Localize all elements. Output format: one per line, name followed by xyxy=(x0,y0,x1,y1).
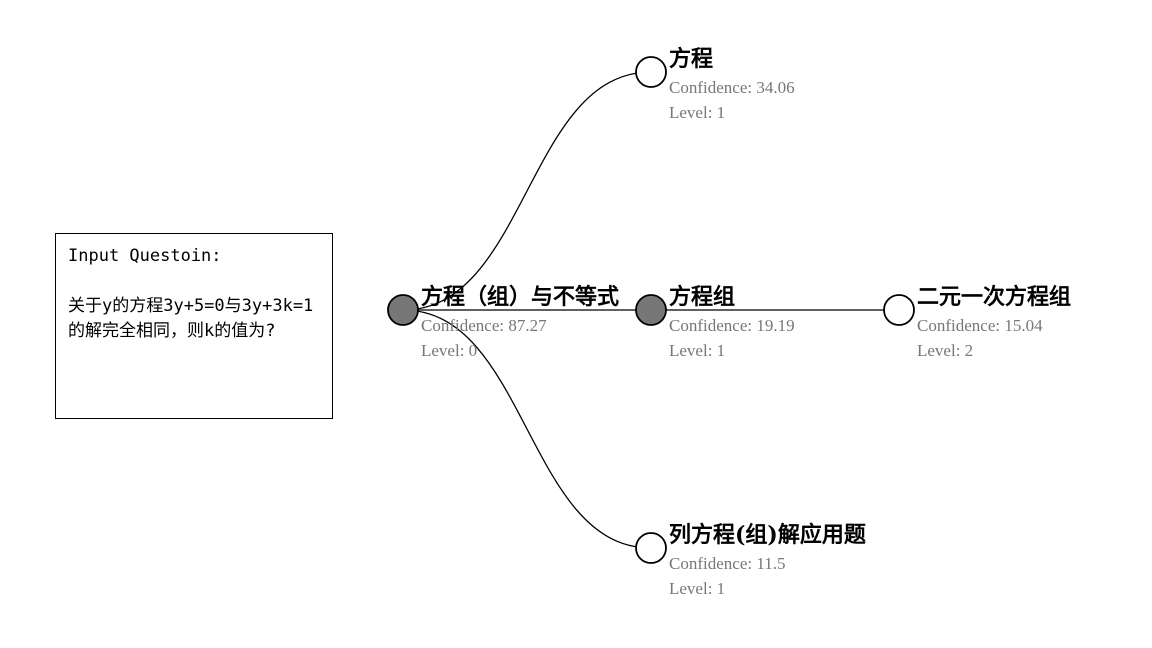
node-level: Level: 1 xyxy=(669,103,725,122)
collapsed-node-circle[interactable] xyxy=(635,56,667,88)
node-title: 方程组 xyxy=(669,284,735,310)
input-question-text: 关于y的方程3y+5=0与3y+3k=1的解完全相同，则k的值为? xyxy=(68,296,314,341)
node-title: 列方程(组)解应用题 xyxy=(669,522,867,548)
node-title: 二元一次方程组 xyxy=(917,284,1071,310)
collapsed-node-circle[interactable] xyxy=(635,532,667,564)
node-level: Level: 1 xyxy=(669,341,725,360)
input-question-box: Input Questoin: 关于y的方程3y+5=0与3y+3k=1的解完全… xyxy=(55,233,333,419)
node-title: 方程（组）与不等式 xyxy=(421,284,619,310)
node-title: 方程 xyxy=(669,46,713,72)
node-confidence: Confidence: 19.19 xyxy=(669,316,795,335)
node-confidence: Confidence: 87.27 xyxy=(421,316,547,335)
node-level: Level: 0 xyxy=(421,341,477,360)
expanded-node-circle[interactable] xyxy=(387,294,419,326)
node-confidence: Confidence: 11.5 xyxy=(669,554,785,573)
tree-link xyxy=(402,71,652,311)
node-confidence: Confidence: 15.04 xyxy=(917,316,1043,335)
input-question-heading: Input Questoin: xyxy=(68,246,222,266)
node-level: Level: 1 xyxy=(669,579,725,598)
node-level: Level: 2 xyxy=(917,341,973,360)
collapsed-node-circle[interactable] xyxy=(883,294,915,326)
tree-link xyxy=(402,309,652,549)
tree-links xyxy=(402,71,899,549)
expanded-node-circle[interactable] xyxy=(635,294,667,326)
node-confidence: Confidence: 34.06 xyxy=(669,78,795,97)
